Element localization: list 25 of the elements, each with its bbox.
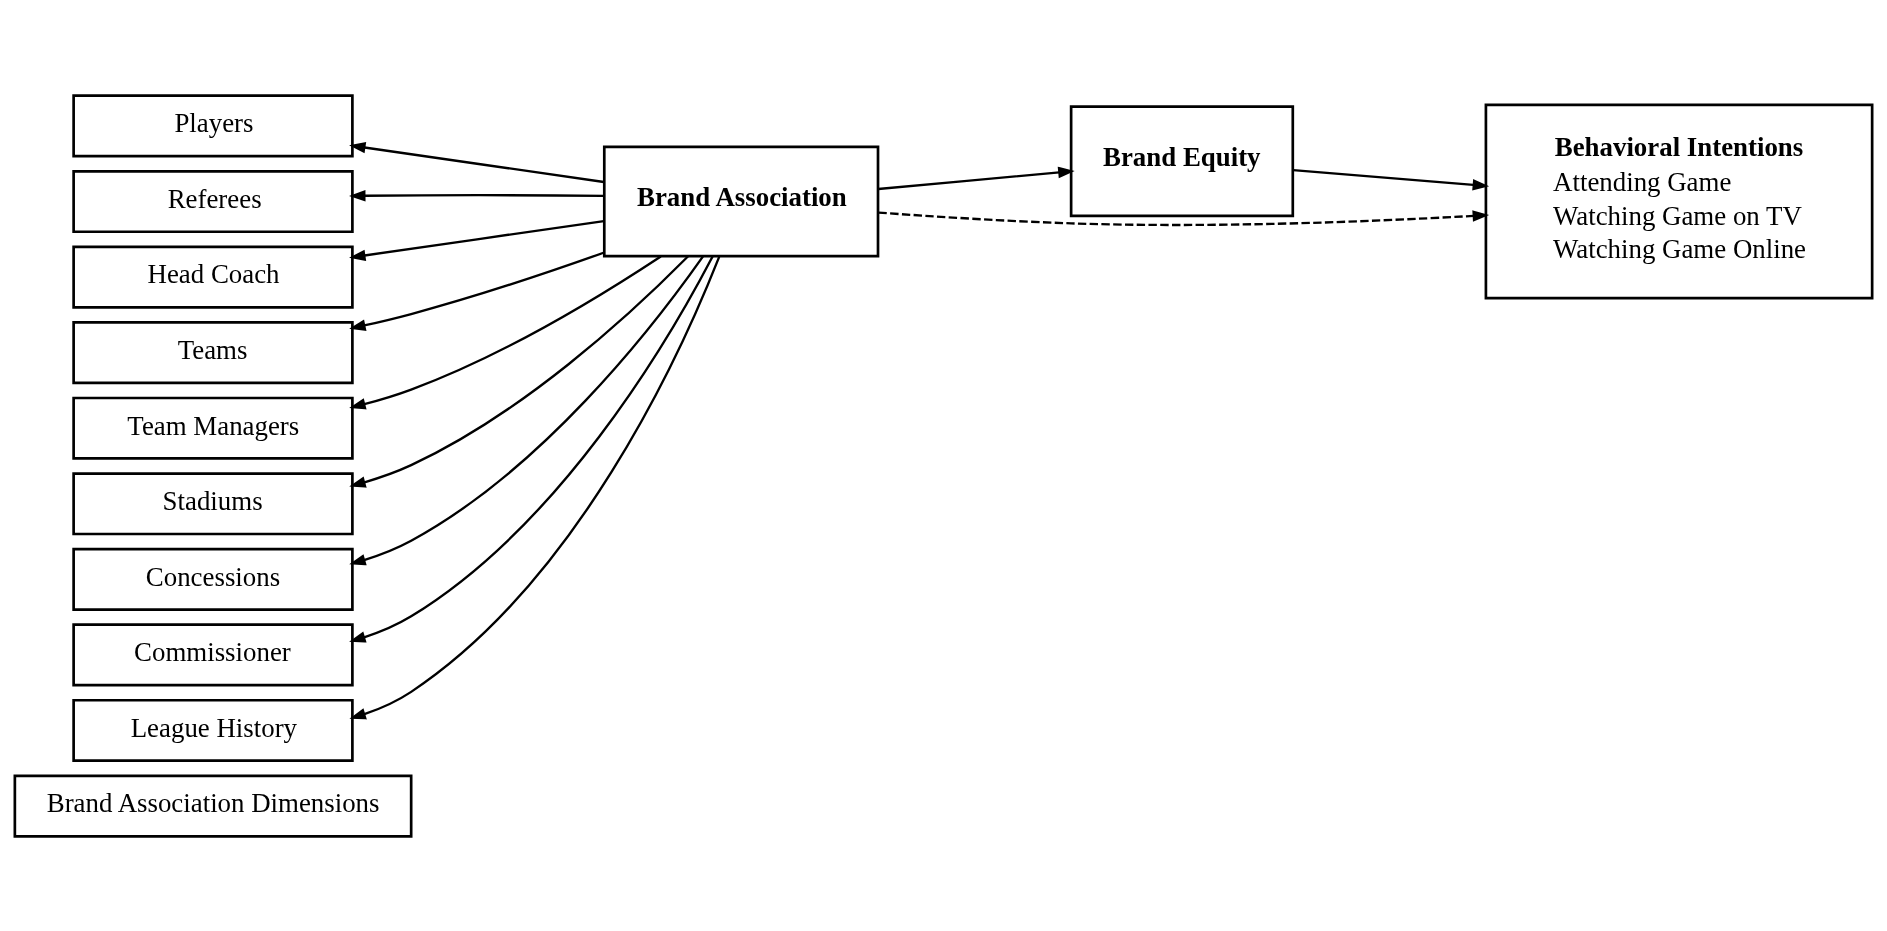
node-box: Brand Equity [1069,104,1295,217]
node-box: League History [72,698,354,762]
node-box: Head Coach [72,245,354,309]
arrow [349,141,605,183]
node-box: Brand Association Dimensions [13,774,413,838]
node-box: Referees [72,169,354,233]
arrow [349,254,689,488]
node-box: Concessions [72,547,354,611]
arrow [878,166,1075,190]
arrow [878,209,1490,226]
arrow [349,254,662,410]
node-box: Team Managers [72,396,354,460]
node-box: Brand Association [602,145,880,257]
node-box: Behavioral Intentions Attending Game Watching Game on TV Watching Game Online [1484,103,1874,299]
node-box: Commissioner [72,622,354,686]
arrow [349,254,705,565]
node-box: Teams [72,320,354,384]
arrow [349,255,721,719]
node-box: Players [72,93,354,157]
arrow [349,250,605,331]
node-box: Stadiums [72,471,354,535]
arrow [349,189,604,202]
arrow [349,219,605,261]
arrow [349,255,714,643]
arrow [1293,168,1490,191]
